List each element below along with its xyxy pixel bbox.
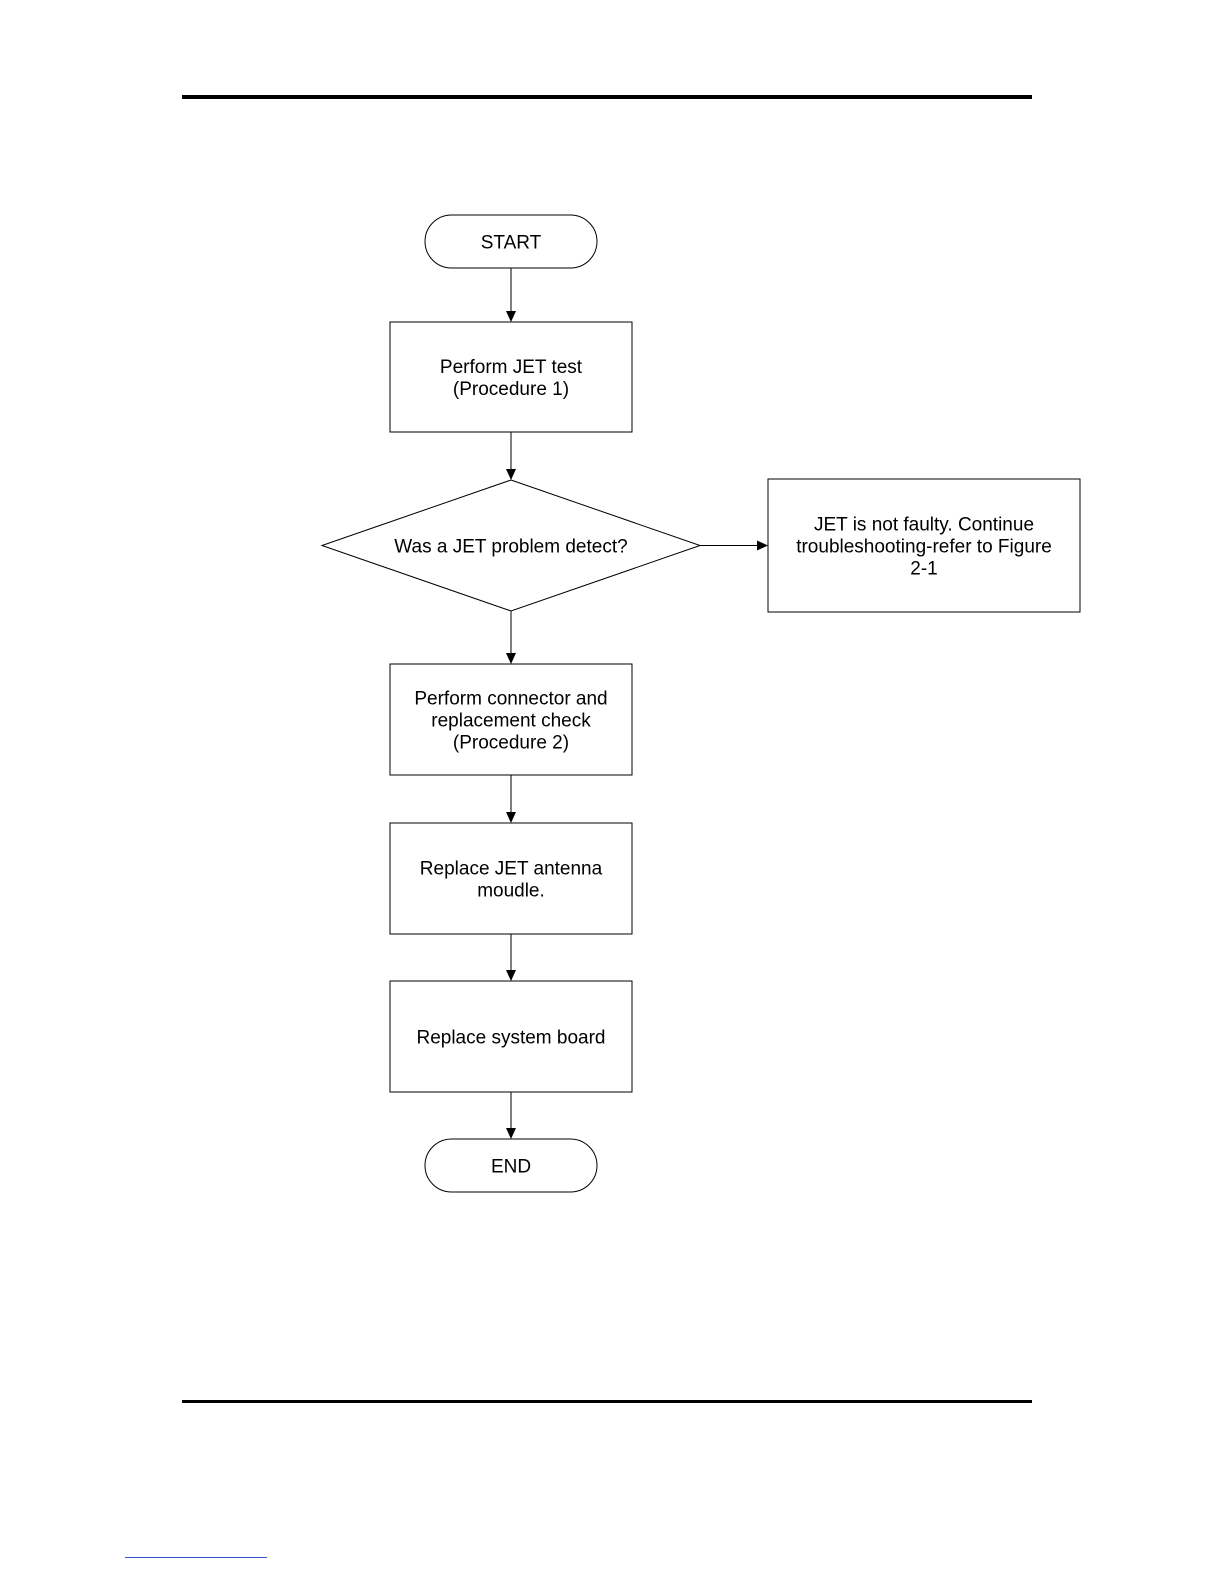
flow-node-label: START (481, 233, 542, 254)
arrow-head-icon (506, 1128, 516, 1139)
arrow-head-icon (757, 541, 768, 551)
flow-node-label: Perform connector and (414, 689, 607, 710)
flow-edge-replace-antenna-to-replace-board (506, 934, 516, 981)
flow-node-label: replacement check (431, 711, 591, 732)
flow-node-label: Perform JET test (440, 357, 583, 378)
flow-node-start: START (425, 215, 597, 268)
flow-node-decision: Was a JET problem detect? (322, 480, 700, 611)
footer-rule (182, 1400, 1032, 1403)
flow-node-label: Was a JET problem detect? (394, 537, 627, 558)
flow-edge-jet-test-to-decision (506, 432, 516, 480)
flow-node-label: Replace JET antenna (420, 859, 603, 880)
flow-edge-decision-to-not-faulty (700, 541, 768, 551)
flow-node-label: troubleshooting-refer to Figure (796, 537, 1052, 558)
flow-edge-start-to-jet-test (506, 268, 516, 322)
flow-node-label: moudle. (477, 881, 545, 902)
flow-node-label: (Procedure 2) (453, 733, 569, 754)
flow-node-jet-test: Perform JET test(Procedure 1) (390, 322, 632, 432)
arrow-head-icon (506, 653, 516, 664)
flowchart-nodes: START Perform JET test(Procedure 1) Was a … (322, 215, 1080, 1192)
flow-node-label: 2-1 (910, 559, 937, 580)
arrow-head-icon (506, 812, 516, 823)
flow-node-label: (Procedure 1) (453, 379, 569, 400)
flow-edge-decision-to-connector-check (506, 611, 516, 664)
arrow-head-icon (506, 311, 516, 322)
footer-link-underline (125, 1557, 267, 1558)
flow-edge-replace-board-to-end (506, 1092, 516, 1139)
flow-edge-connector-check-to-replace-antenna (506, 775, 516, 823)
flow-node-label: Replace system board (416, 1028, 605, 1049)
flow-node-label: END (491, 1157, 531, 1178)
arrow-head-icon (506, 970, 516, 981)
arrow-head-icon (506, 469, 516, 480)
flow-node-end: END (425, 1139, 597, 1192)
flow-node-replace-board: Replace system board (390, 981, 632, 1092)
flow-node-label: JET is not faulty. Continue (814, 515, 1034, 536)
flow-node-not-faulty: JET is not faulty. Continuetroubleshooti… (768, 479, 1080, 612)
